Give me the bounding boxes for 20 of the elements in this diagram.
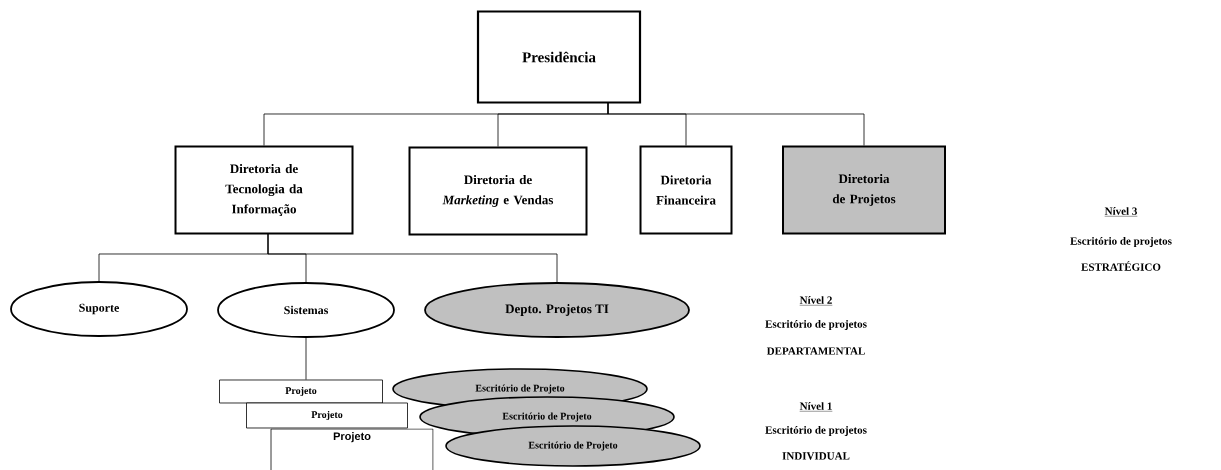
org-box: Diretoria de Tecnologia da Informação — [174, 145, 354, 235]
project-box: Projeto — [270, 428, 434, 470]
level-description: DEPARTAMENTAL — [766, 347, 865, 355]
level-heading: Nível 3 — [1104, 207, 1138, 217]
connector-line — [607, 102, 865, 146]
level-description: Escritório de projetos — [765, 320, 867, 330]
connector-line — [267, 233, 558, 283]
level-heading: Nível 1 — [799, 402, 833, 412]
level-description: ESTRATÉGICO — [1081, 261, 1161, 271]
org-box: Diretoria de Marketing e Vendas — [408, 146, 588, 236]
project-box: Projeto — [219, 379, 383, 404]
org-box: Diretoria Financeira — [639, 145, 733, 235]
level-description: Escritório de projetos — [765, 426, 867, 436]
connector-line — [305, 337, 307, 380]
org-box: Diretoria de Projetos — [782, 145, 946, 235]
org-box: Presidência — [476, 10, 642, 104]
level-description: Escritório de projetos — [1070, 237, 1172, 247]
project-box: Projeto — [246, 402, 408, 429]
level-description: INDIVIDUAL — [782, 452, 850, 460]
level-heading: Nível 2 — [799, 296, 833, 306]
